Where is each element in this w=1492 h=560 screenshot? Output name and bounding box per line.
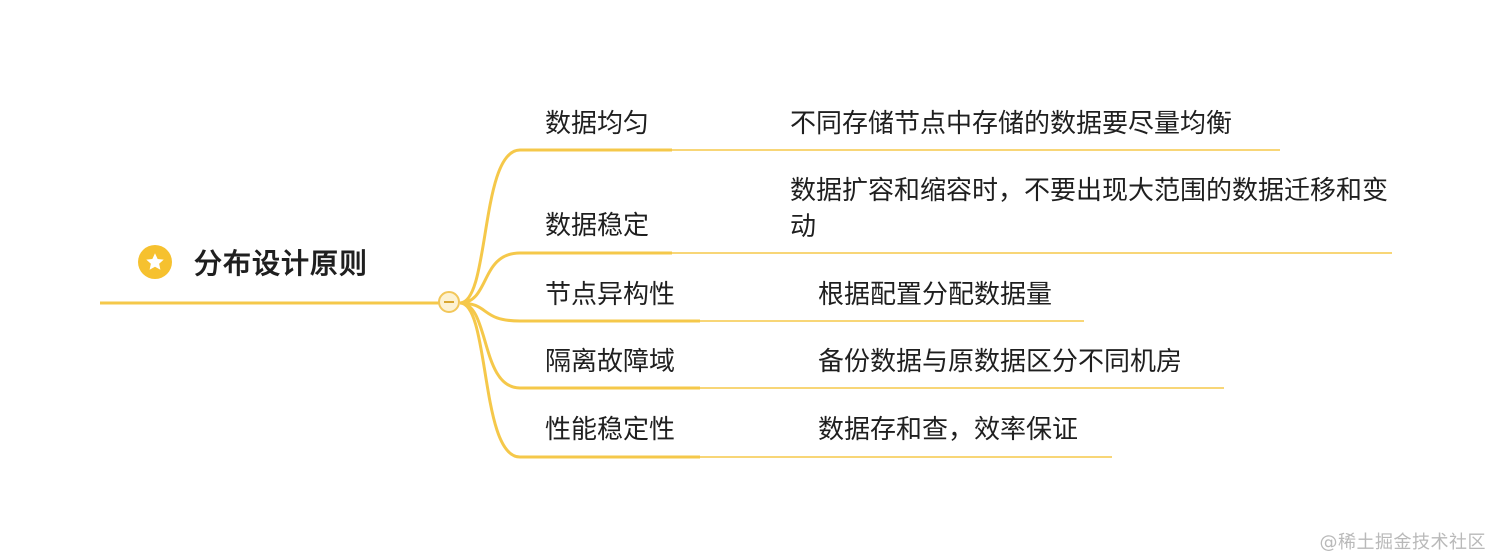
branch-curve-5 [459, 301, 521, 459]
star-icon [138, 245, 172, 279]
branch-curve-3 [459, 301, 521, 323]
branch-label-1[interactable]: 数据均匀 [545, 109, 650, 139]
branch-curve-1 [459, 148, 521, 305]
branch-label-3[interactable]: 节点异构性 [545, 280, 676, 310]
root-node[interactable]: 分布设计原则 [138, 242, 368, 282]
branch-curve-2 [459, 251, 521, 305]
branch-description-4[interactable]: 备份数据与原数据区分不同机房 [818, 347, 1183, 377]
watermark: @稀土掘金技术社区 [1319, 532, 1486, 553]
branch-label-5[interactable]: 性能稳定性 [545, 415, 676, 445]
branch-description-5[interactable]: 数据存和查，效率保证 [818, 415, 1079, 445]
branch-description-3[interactable]: 根据配置分配数据量 [818, 280, 1053, 310]
root-title: 分布设计原则 [194, 247, 369, 280]
collapse-toggle-button[interactable] [438, 291, 460, 313]
branch-label-4[interactable]: 隔离故障域 [545, 347, 676, 377]
branch-label-2[interactable]: 数据稳定 [545, 211, 650, 241]
branch-description-1[interactable]: 不同存储节点中存储的数据要尽量均衡 [790, 109, 1233, 139]
branch-description-2[interactable]: 数据扩容和缩容时，不要出现大范围的数据迁移和变动 [790, 176, 1389, 242]
minus-icon [444, 301, 454, 303]
